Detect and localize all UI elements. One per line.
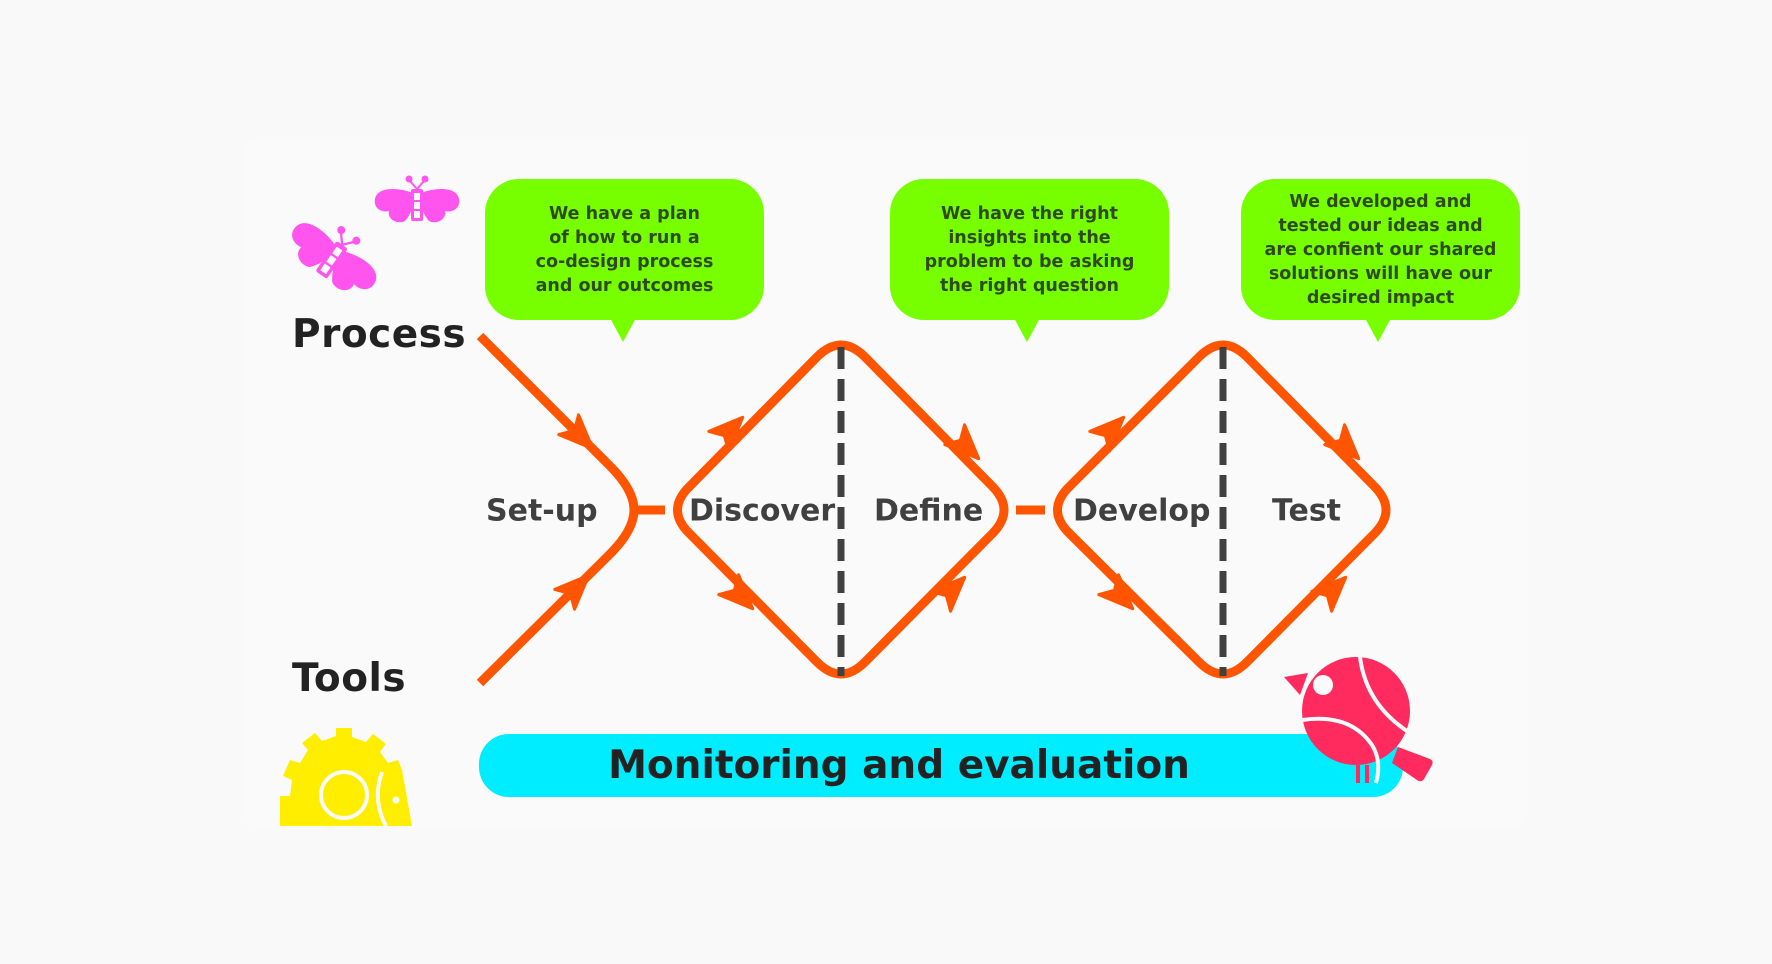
- bubble-tail: [1365, 318, 1391, 342]
- phase-discover: Discover: [689, 493, 836, 529]
- diamond-develop-test: [1053, 340, 1391, 679]
- tools-label: Tools: [292, 656, 407, 701]
- outcome-text: We have a plan of how to run a co-design…: [535, 203, 714, 296]
- process-label: Process: [292, 312, 467, 357]
- outcome-text: We developed and tested our ideas and ar…: [1264, 191, 1497, 308]
- outcome-bubble-setup: We have a plan of how to run a co-design…: [485, 179, 764, 320]
- phase-setup: Set-up: [486, 493, 598, 529]
- diamond-discover-define: [673, 340, 1009, 679]
- butterfly-icon: [292, 223, 377, 291]
- outcome-text: We have the right insights into the prob…: [924, 203, 1135, 296]
- phase-define: Define: [874, 493, 984, 529]
- monitoring-evaluation-label: Monitoring and evaluation: [608, 743, 1190, 788]
- gear-hedgehog-icon: [280, 728, 412, 827]
- phase-develop: Develop: [1073, 493, 1211, 529]
- bird-icon: [1284, 656, 1433, 784]
- butterfly-icon: [374, 175, 460, 223]
- bubble-tail: [1014, 318, 1040, 342]
- phase-test: Test: [1272, 493, 1342, 529]
- setup-path: [476, 332, 665, 687]
- bubble-tail: [610, 318, 636, 342]
- outcome-bubble-define: We have the right insights into the prob…: [890, 179, 1169, 320]
- monitoring-evaluation-bar: Monitoring and evaluation: [479, 734, 1403, 797]
- outcome-bubble-test: We developed and tested our ideas and ar…: [1241, 179, 1520, 320]
